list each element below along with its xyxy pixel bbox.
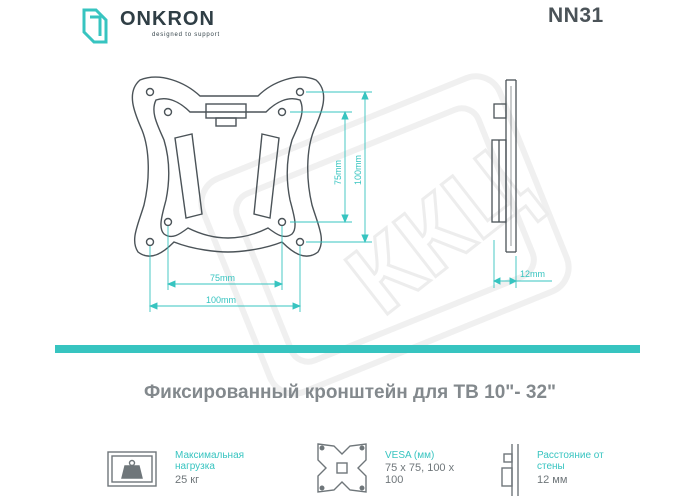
- feature-vesa-value: 75 x 75, 100 x 100: [385, 462, 455, 486]
- dim-75-horizontal: 75mm: [210, 273, 235, 283]
- brand-tagline: designed to support: [152, 32, 220, 38]
- vesa-icon: [317, 443, 367, 493]
- brand-name: ONKRON: [120, 8, 215, 30]
- feature-load-label: Максимальная нагрузка: [175, 450, 245, 472]
- plate-side-view: [491, 79, 517, 253]
- onkron-logo-icon: [82, 8, 108, 44]
- dim-wall-distance: 12mm: [520, 269, 545, 279]
- feature-distance-value: 12 мм: [537, 474, 568, 486]
- dimension-lines: [148, 90, 372, 312]
- model-number: NN31: [548, 4, 604, 27]
- accent-divider: [55, 345, 640, 353]
- feature-distance-label: Расстояние от стены: [537, 450, 604, 472]
- feature-load-value: 25 кг: [175, 474, 200, 486]
- plate-front-view: [131, 76, 325, 257]
- weight-icon: [107, 451, 157, 487]
- product-title: Фиксированный кронштейн для ТВ 10"- 32": [143, 382, 557, 403]
- dim-100-horizontal: 100mm: [206, 295, 236, 305]
- dim-75-vertical: 75mm: [333, 160, 343, 185]
- dimension-side: [492, 240, 552, 288]
- wall-distance-icon: [501, 444, 519, 496]
- dim-100-vertical: 100mm: [353, 155, 363, 185]
- feature-vesa-label: VESA (мм): [385, 450, 435, 461]
